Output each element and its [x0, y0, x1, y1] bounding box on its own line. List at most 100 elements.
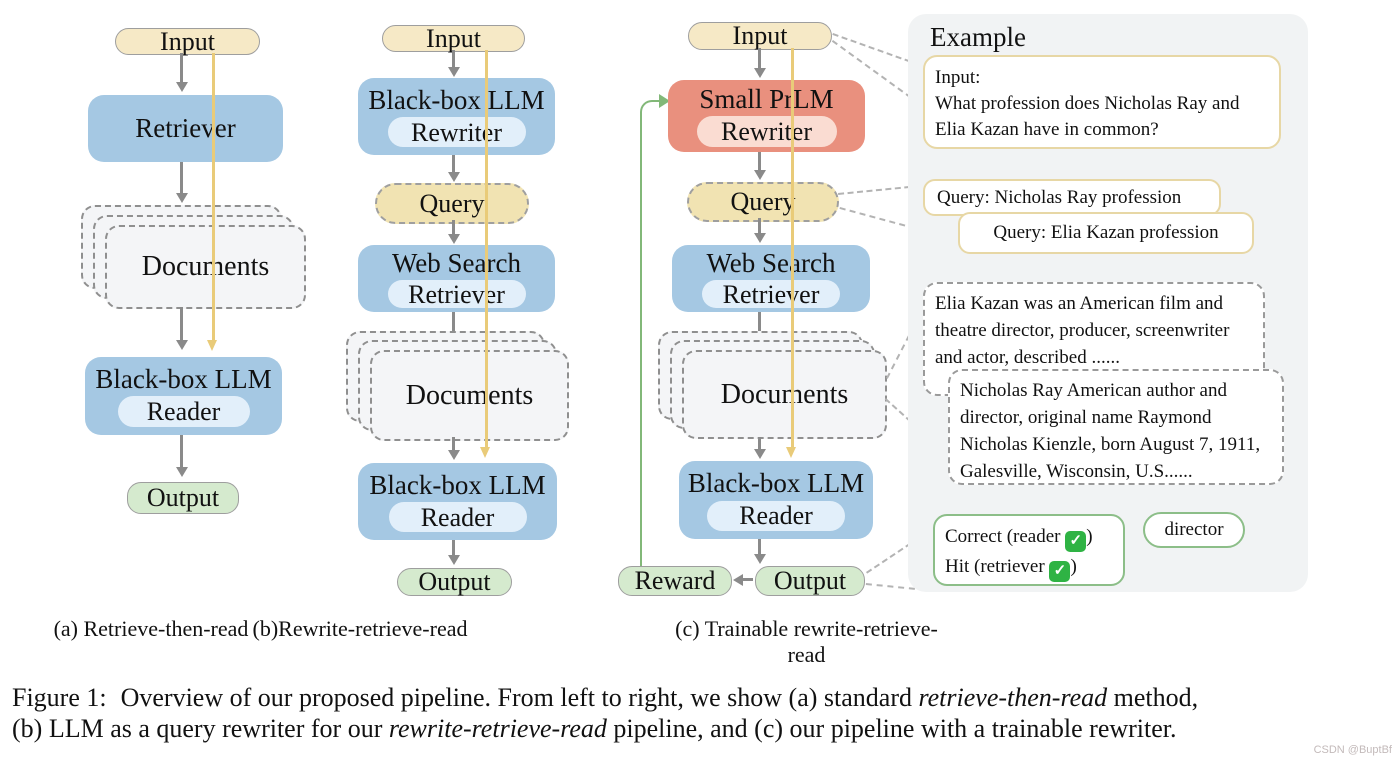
check-icon: ✓ — [1065, 530, 1087, 552]
c-arrow-input-rewriter — [753, 48, 766, 78]
a-documents-label: Documents — [141, 251, 270, 282]
c-documents-label: Documents — [720, 378, 849, 410]
c-reward-node: Reward — [618, 566, 732, 596]
b-input-bypass-line — [480, 50, 490, 458]
c-rewriter-title: Small PrLM — [699, 83, 834, 114]
c-reward-feedback-line — [640, 100, 664, 568]
b-arrow-input-rewriter — [447, 50, 460, 77]
figure-caption-line2-a: (b) LLM as a query rewriter for our — [12, 714, 389, 743]
subcaption-b: (b)Rewrite-retrieve-read — [252, 616, 468, 641]
c-arrow-rewriter-query — [753, 152, 766, 180]
figure-caption-line1-a: Overview of our proposed pipeline. From … — [120, 683, 919, 712]
watermark: CSDN @BuptBf — [1313, 744, 1392, 756]
subcaption-c: (c) Trainable rewrite-retrieve-read — [675, 616, 938, 667]
b-documents-node: Documents — [370, 350, 569, 441]
example-query2-box: Query: Elia Kazan profession — [958, 212, 1254, 254]
check-icon: ✓ — [1049, 560, 1071, 582]
example-query1-box: Query: Nicholas Ray profession — [923, 179, 1221, 216]
a-retriever-node: Retriever — [88, 95, 283, 162]
a-arrow-docs-reader — [175, 307, 188, 350]
c-input-label: Input — [732, 21, 788, 50]
a-reader-node: Black-box LLM Reader — [85, 357, 282, 435]
a-retriever-label: Retriever — [135, 113, 236, 144]
b-arrow-docs-reader — [447, 437, 460, 460]
a-arrow-input-retriever — [175, 53, 188, 92]
example-title: Example — [930, 22, 1026, 52]
example-correct-close: ) — [1086, 526, 1093, 547]
example-query1-text: Query: Nicholas Ray profession — [937, 186, 1182, 208]
example-correct-text: Correct (reader — [945, 526, 1066, 547]
example-input-box: Input: What profession does Nicholas Ray… — [923, 55, 1281, 149]
example-input-label: Input: — [935, 67, 981, 88]
example-query2-text: Query: Elia Kazan profession — [993, 222, 1219, 243]
example-hit-close: ) — [1070, 556, 1077, 577]
c-query-label: Query — [730, 187, 796, 216]
b-documents-label: Documents — [405, 379, 534, 411]
figure-caption-line2-b: pipeline, and (c) our pipeline with a tr… — [606, 714, 1177, 743]
figure-caption-line1: Figure 1: Overview of our proposed pipeli… — [12, 682, 1392, 713]
b-output-label: Output — [418, 567, 491, 596]
b-reader-node: Black-box LLM Reader — [358, 463, 557, 540]
b-websearch-subpill: Retriever — [387, 280, 526, 309]
c-arrow-docs-reader — [753, 437, 766, 459]
figure-caption-line2: (b) LLM as a query rewriter for our rewr… — [12, 713, 1392, 744]
b-arrow-rewriter-query — [447, 155, 460, 182]
a-arrow-retriever-docs — [175, 162, 188, 203]
c-arrow-reader-output — [753, 539, 766, 564]
c-arrow-query-web — [753, 218, 766, 243]
c-reader-title: Black-box LLM — [687, 468, 865, 499]
c-reward-feedback-arrowhead — [659, 94, 670, 108]
a-documents-node: Documents — [105, 225, 306, 309]
figure-caption: Figure 1: Overview of our proposed pipeli… — [12, 682, 1392, 744]
a-input-node: Input — [115, 28, 260, 55]
subcaption-a: (a) Retrieve-then-read — [53, 616, 249, 641]
b-reader-title: Black-box LLM — [369, 469, 546, 500]
b-query-node: Query — [375, 183, 529, 224]
b-websearch-node: Web Search Retriever — [358, 245, 555, 312]
example-doc1-text: Elia Kazan was an American film and thea… — [935, 293, 1230, 368]
a-input-bypass-line — [207, 53, 217, 351]
a-reader-subpill: Reader — [117, 396, 250, 428]
example-hit-text: Hit (retriever — [945, 556, 1050, 577]
c-input-bypass-line — [786, 48, 796, 458]
c-reader-subpill: Reader — [707, 500, 845, 531]
c-websearch-title: Web Search — [706, 247, 836, 278]
c-output-node: Output — [755, 566, 865, 596]
b-query-label: Query — [419, 188, 485, 218]
b-arrow-query-web — [447, 220, 460, 244]
c-reward-label: Reward — [634, 566, 716, 595]
b-input-node: Input — [382, 25, 525, 52]
a-output-node: Output — [127, 482, 239, 514]
b-websearch-title: Web Search — [391, 247, 521, 278]
c-rewriter-subpill: Rewriter — [696, 116, 837, 148]
a-arrow-reader-output — [175, 435, 188, 477]
c-websearch-node: Web Search Retriever — [672, 245, 870, 312]
figure-caption-line1-b: method, — [1107, 683, 1199, 712]
figure-caption-line1-italic: retrieve-then-read — [918, 683, 1108, 712]
c-websearch-subpill: Retriever — [702, 280, 840, 309]
c-input-node: Input — [688, 22, 832, 50]
c-documents-node: Documents — [682, 350, 887, 439]
b-rewriter-title: Black-box LLM — [368, 84, 545, 115]
b-output-node: Output — [397, 568, 512, 596]
c-rewriter-node: Small PrLM Rewriter — [668, 80, 865, 152]
figure-caption-label: Figure 1: — [12, 683, 107, 712]
a-output-label: Output — [146, 483, 220, 512]
b-rewriter-node: Black-box LLM Rewriter — [358, 78, 555, 155]
example-result-box: Correct (reader ✓) Hit (retriever ✓) — [933, 514, 1125, 586]
b-rewriter-subpill: Rewriter — [387, 117, 526, 148]
example-doc2-text: Nicholas Ray American author and directo… — [960, 380, 1261, 482]
example-panel: Example Input: What profession does Nich… — [908, 14, 1308, 592]
b-reader-subpill: Reader — [388, 502, 527, 533]
example-answer-pill: director — [1143, 512, 1245, 548]
b-input-label: Input — [426, 23, 481, 53]
example-input-text: What profession does Nicholas Ray and El… — [935, 93, 1240, 140]
figure-caption-line2-italic: rewrite-retrieve-read — [388, 714, 607, 743]
a-input-label: Input — [160, 26, 215, 56]
c-query-node: Query — [687, 182, 839, 222]
c-arrow-output-reward — [733, 573, 753, 586]
b-arrow-reader-output — [447, 540, 460, 565]
example-answer-text: director — [1164, 519, 1224, 540]
c-output-label: Output — [773, 566, 847, 595]
